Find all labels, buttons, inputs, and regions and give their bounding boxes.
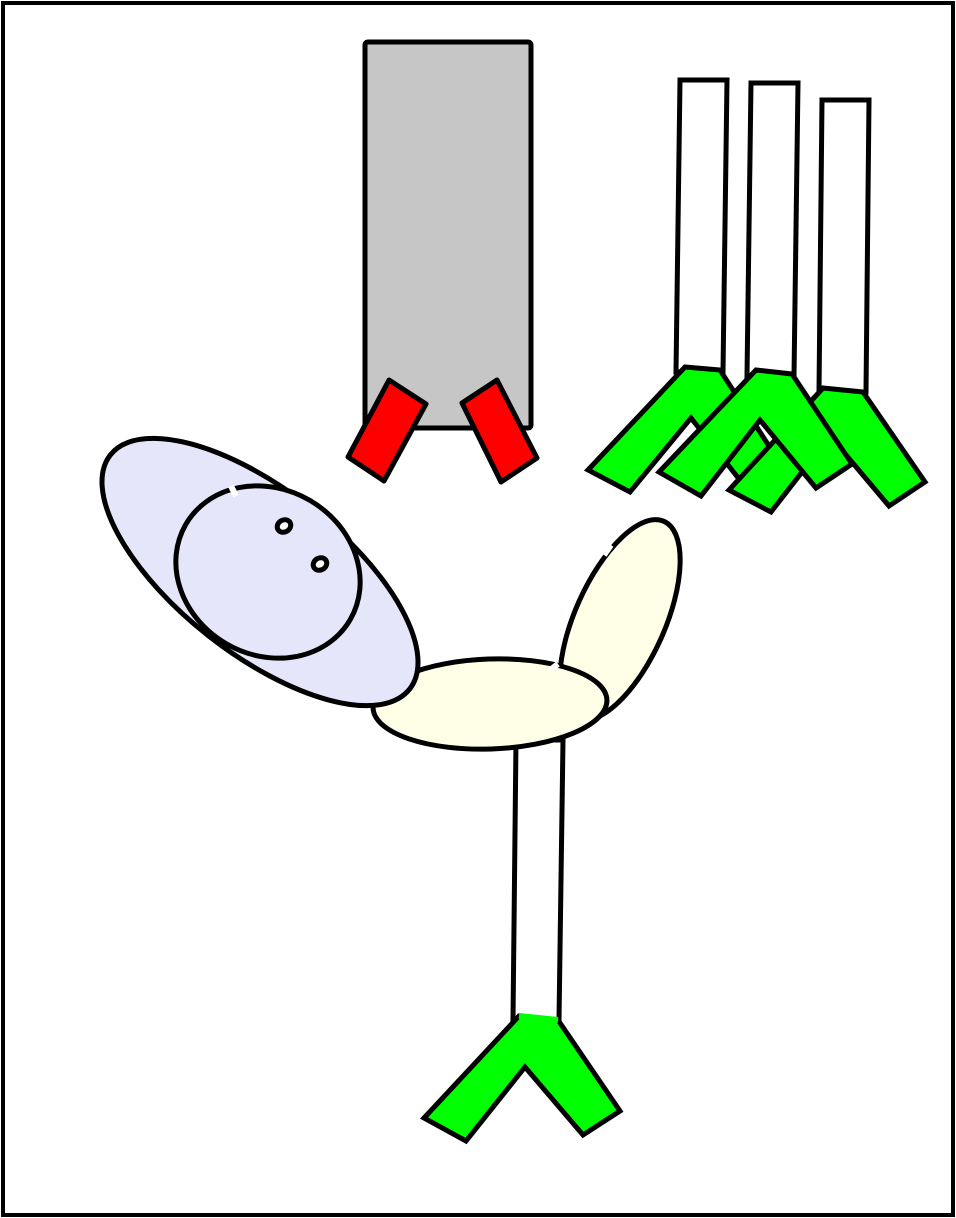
antibody-group-top-right [583, 77, 929, 516]
antibody-stem [816, 97, 872, 395]
eye-dot [310, 555, 330, 573]
antibody-fork [724, 385, 929, 516]
red-clip-left [345, 377, 429, 484]
head-shape [173, 483, 363, 661]
antibody-fork [654, 367, 856, 500]
blob-gap-mark [228, 484, 239, 498]
blob-gap-mark [548, 661, 560, 673]
antibody-stem [673, 77, 730, 375]
antibody-stem [744, 80, 801, 379]
antibody-bottom-stem [510, 737, 566, 1023]
cream-horizontal-blob [370, 656, 610, 752]
lavender-round-head [173, 483, 363, 661]
gray-block-group [345, 39, 540, 485]
antibody-bottom-fork [419, 1013, 624, 1145]
gray-block [362, 39, 534, 431]
eye-dot [274, 517, 294, 535]
fork-top-edge [518, 1013, 559, 1023]
red-clip-right [459, 377, 540, 485]
blob-gap-mark [601, 543, 614, 557]
